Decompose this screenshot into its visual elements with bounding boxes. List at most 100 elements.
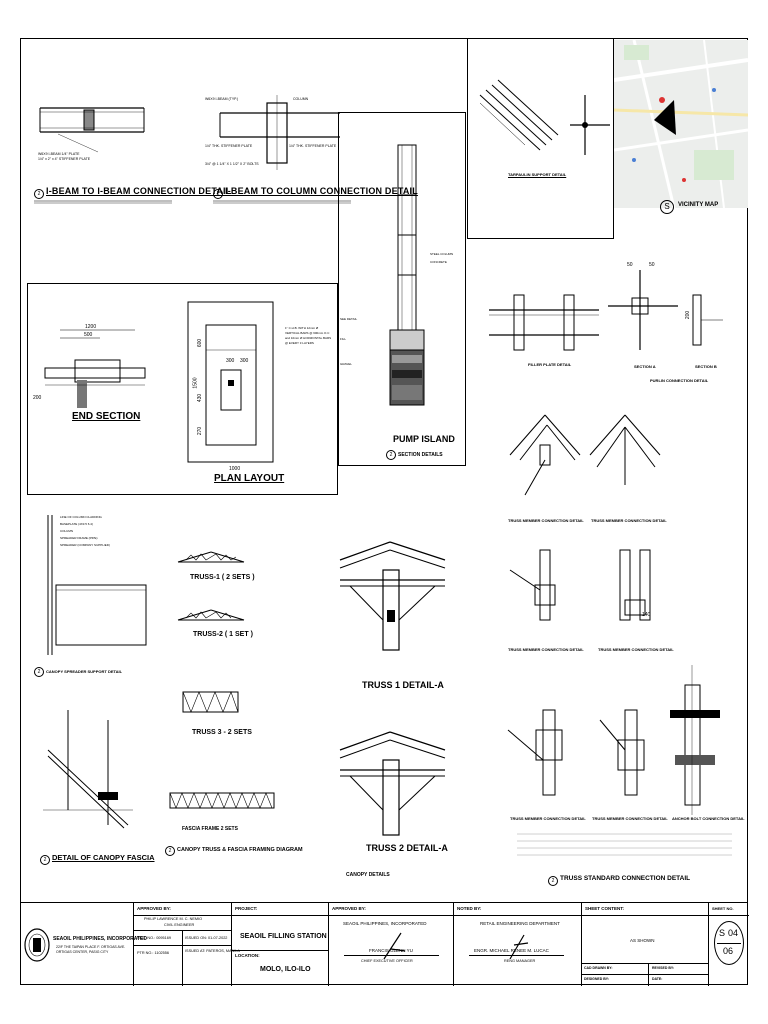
sheet-no-label: SHEET NO.	[712, 906, 734, 911]
vicinity-map-title: VICINITY MAP	[678, 202, 719, 208]
truss3-sets-label: TRUSS 3 - 2 SETS	[192, 729, 252, 736]
dim-300a: 300	[226, 358, 235, 364]
svg-text:STEEL COLUMN: STEEL COLUMN	[430, 252, 453, 256]
issued-at: ISSUED AT: PATEROS, MANILA	[185, 949, 241, 953]
ibeam-ibeam-title: I-BEAM TO I-BEAM CONNECTION DETAIL	[46, 186, 232, 196]
revised-by: REVISED BY:	[652, 966, 675, 970]
truss1-detail-drawing	[339, 541, 446, 651]
detail-number-circle: 2	[34, 189, 44, 199]
sheet-content-label: SHEET CONTENT:	[585, 906, 625, 911]
dim-500: 500	[84, 332, 93, 338]
truss-member-drawing-4	[619, 549, 651, 621]
dim-1200: 1200	[85, 324, 97, 330]
svg-text:and 10mm Ø HORIZONTAL BARS: and 10mm Ø HORIZONTAL BARS	[285, 336, 331, 340]
anchor-bolt-title: ANCHOR BOLT CONNECTION DETAIL	[672, 816, 745, 821]
truss-member-title-3: TRUSS MEMBER CONNECTION DETAIL	[508, 647, 584, 652]
signature-2	[509, 934, 529, 960]
canopy-fascia-title: DETAIL OF CANOPY FASCIA	[52, 853, 155, 862]
section-a-drawing	[608, 270, 678, 350]
truss2-detail-drawing	[339, 731, 446, 836]
svg-text:BASEPLATE (4X3.5 6.4): BASEPLATE (4X3.5 6.4)	[60, 522, 93, 526]
noted-by-label: NOTED BY:	[457, 906, 482, 911]
approver-name: PHILIP LAWRENCE M. C. NEMIO	[144, 917, 203, 921]
truss1-sets-label: TRUSS-1 ( 2 SETS )	[190, 574, 255, 581]
svg-text:COLUMN: COLUMN	[60, 529, 73, 533]
location-value: MOLO, ILO-ILO	[260, 966, 311, 973]
detail-number-circle: 2	[548, 876, 558, 886]
sheet-letter: S	[719, 928, 726, 938]
plan-layout-title: PLAN LAYOUT	[214, 473, 285, 484]
noted-role: RENG MANAGER	[504, 959, 536, 963]
approver-role: CIVIL ENGINEER	[164, 923, 195, 927]
svg-text:SPREADER FRAME (PIPE): SPREADER FRAME (PIPE)	[60, 536, 98, 540]
company-address-1: 22/F THE TAIPAN PLACE F. ORTIGAS AVE.	[56, 945, 126, 949]
plan-notes: 1" C.H.B. WITH 12mm Ø VERTICAL BARS @ 60…	[285, 326, 331, 345]
svg-text:3/4" @ 1 1/4" X 1 1/2" X 2" BO: 3/4" @ 1 1/4" X 1 1/2" X 2" BOLTS	[205, 162, 259, 166]
svg-text:VERTICAL BARS @ 600mm O.C: VERTICAL BARS @ 600mm O.C	[285, 331, 330, 335]
pump-island-title: PUMP ISLAND	[393, 434, 455, 444]
noted-department: RETAIL ENGINEERING DEPARTMENT	[480, 921, 560, 926]
truss-member-drawing-1	[509, 414, 581, 496]
svg-text:GRAVEL: GRAVEL	[340, 362, 352, 366]
tb-approved-cell: APPROVED BY: PHILIP LAWRENCE M. C. NEMIO…	[133, 903, 240, 986]
dim-430: 430	[197, 393, 204, 403]
sheet-content-value: AS SHOWN	[630, 938, 655, 943]
drawing-sheet	[20, 38, 748, 985]
purlin-connection-title: PURLIN CONNECTION DETAIL	[650, 378, 709, 383]
signature-1	[383, 932, 406, 960]
truss-member-title-2: TRUSS MEMBER CONNECTION DETAIL	[591, 518, 667, 523]
sheet-total: 06	[723, 946, 734, 956]
svg-text:W6X9 I-BEAM 1/4" PLATE: W6X9 I-BEAM 1/4" PLATE	[38, 152, 80, 156]
svg-text:CONCRETE: CONCRETE	[430, 260, 447, 264]
approver2-company: SEAOIL PHILIPPINES, INCORPORATED	[343, 921, 427, 926]
ibeam-column-drawing: W6X9 I-BEAM (TYP.) COLUMN 1/4" THK. STIF…	[205, 95, 340, 170]
svg-text:1/4" THK. STIFFENER PLATE: 1/4" THK. STIFFENER PLATE	[205, 144, 253, 148]
dim-1000: 1000	[229, 466, 241, 472]
tb-sheet-content-cell: SHEET CONTENT: AS SHOWN CAD DRAWN BY: RE…	[581, 903, 709, 986]
truss2-set-label: TRUSS-2 ( 1 SET )	[193, 631, 253, 638]
detail-number-circle: 2	[386, 450, 396, 460]
svg-text:SEE DETAIL: SEE DETAIL	[340, 317, 357, 321]
svg-text:1/4" THK. STIFFENER PLATE: 1/4" THK. STIFFENER PLATE	[289, 144, 337, 148]
svg-text:1" C.H.B. WITH 12mm Ø: 1" C.H.B. WITH 12mm Ø	[285, 326, 319, 330]
dim-1500: 1500	[192, 377, 199, 389]
sheet-number-badge: S 04 06	[714, 921, 744, 965]
canopy-spreader-drawing: LINE OF COLUMN CLADDING BASEPLATE (4X3.5…	[47, 515, 147, 655]
vicinity-map	[614, 40, 748, 208]
end-section-panel	[27, 283, 338, 495]
truss-member-drawing-3	[509, 549, 556, 621]
fascia-frame-drawing	[169, 792, 275, 809]
plan-layout-drawing	[187, 301, 274, 463]
truss-member-drawing-5	[507, 709, 563, 796]
ptr-no: PTR NO.: 1102556	[137, 951, 170, 955]
title-block: SEAOIL PHILIPPINES, INCORPORATED 22/F TH…	[20, 902, 749, 986]
fascia-frame-label: FASCIA FRAME 2 SETS	[182, 826, 238, 832]
designed-by: DESIGNED BY:	[584, 977, 610, 981]
svg-text:SPREADER (COMPANY SUPPLIED): SPREADER (COMPANY SUPPLIED)	[60, 543, 110, 547]
title-underline	[34, 200, 172, 204]
end-section-title: END SECTION	[72, 411, 141, 422]
truss3-drawing	[182, 691, 239, 713]
canopy-fascia-drawing	[43, 710, 133, 829]
truss-member-drawing-6	[599, 709, 645, 796]
ibeam-column-title: I-BEAM TO COLUMN CONNECTION DETAIL	[225, 186, 418, 196]
truss2-detail-title: TRUSS 2 DETAIL-A	[366, 843, 448, 853]
section-b-drawing	[692, 294, 723, 346]
detail-number-circle: 2	[165, 846, 175, 856]
detail-number-circle: 2	[213, 189, 223, 199]
title-underline	[213, 200, 351, 204]
canopy-spreader-title: CANOPY SPREADER SUPPORT DETAIL	[46, 669, 123, 674]
section-a-title: SECTION A	[634, 364, 656, 369]
ibeam-ibeam-drawing: W6X9 I-BEAM 1/4" PLATE 1/4" x 2" x 4" ST…	[38, 107, 145, 161]
svg-text:W6X9 I-BEAM (TYP.): W6X9 I-BEAM (TYP.)	[205, 97, 238, 101]
tb-noted-cell: NOTED BY: RETAIL ENGINEERING DEPARTMENT …	[453, 903, 582, 986]
truss-member-title-5: TRUSS MEMBER CONNECTION DETAIL	[510, 816, 586, 821]
project-name: SEAOIL FILLING STATION	[240, 933, 327, 940]
approved-by-2-label: APPROVED BY:	[332, 906, 366, 911]
canopy-details-title: CANOPY DETAILS	[346, 872, 390, 878]
svg-text:COLUMN: COLUMN	[293, 97, 309, 101]
pump-island-panel	[338, 112, 466, 466]
cad-drawn-by: CAD DRAWN BY:	[584, 966, 613, 970]
vicinity-map-circle: S	[660, 200, 674, 214]
dim-200b: 200	[685, 310, 692, 320]
